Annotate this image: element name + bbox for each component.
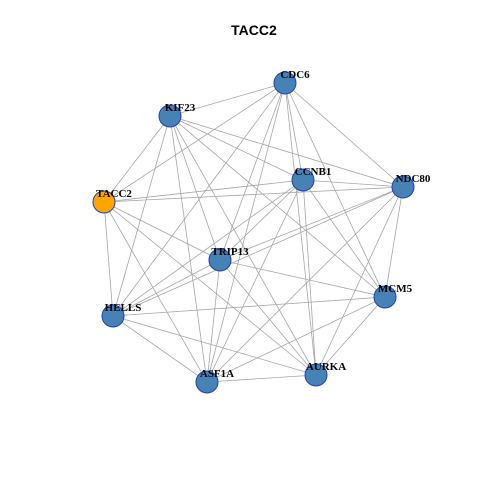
edge-trip13-asf1a — [206, 259, 221, 383]
edge-kif23-aurka — [169, 115, 317, 376]
node-label-trip13: TRIP13 — [211, 246, 249, 258]
edge-hells-asf1a — [112, 315, 208, 383]
edge-ccnb1-hells — [112, 179, 304, 317]
edge-kif23-mcm5 — [169, 115, 386, 298]
edge-trip13-hells — [112, 259, 221, 317]
node-label-aurka: AURKA — [306, 361, 346, 373]
node-tacc2 — [92, 190, 116, 214]
node-ccnb1 — [291, 168, 315, 192]
edge-cdc6-aurka — [284, 82, 317, 376]
edge-aurka-asf1a — [206, 374, 317, 383]
edge-ccnb1-mcm5 — [302, 179, 386, 298]
node-ndc80 — [391, 175, 415, 199]
edge-cdc6-asf1a — [206, 82, 286, 383]
node-kif23 — [158, 104, 182, 128]
edge-cdc6-ccnb1 — [284, 82, 304, 181]
edge-ndc80-tacc2 — [103, 186, 404, 203]
node-label-ccnb1: CCNB1 — [295, 166, 332, 178]
edge-kif23-ndc80 — [169, 115, 404, 188]
edge-ndc80-hells — [112, 186, 404, 317]
node-label-ndc80: NDC80 — [396, 173, 431, 185]
node-layer — [92, 71, 415, 394]
edge-ccnb1-trip13 — [219, 179, 304, 261]
node-label-tacc2: TACC2 — [96, 188, 132, 200]
edge-tacc2-aurka — [103, 201, 317, 376]
edge-ccnb1-tacc2 — [103, 179, 304, 203]
edge-ccnb1-ndc80 — [302, 179, 404, 188]
node-asf1a — [195, 370, 219, 394]
edge-mcm5-asf1a — [206, 296, 386, 383]
edge-kif23-trip13 — [169, 115, 221, 261]
edge-ccnb1-aurka — [302, 179, 317, 376]
node-trip13 — [208, 248, 232, 272]
edge-tacc2-hells — [103, 201, 114, 317]
node-label-mcm5: MCM5 — [378, 283, 413, 295]
edge-ndc80-aurka — [315, 186, 404, 376]
edge-tacc2-trip13 — [103, 201, 221, 261]
edge-cdc6-kif23 — [169, 82, 286, 117]
edge-cdc6-trip13 — [219, 82, 286, 261]
edge-trip13-aurka — [219, 259, 317, 376]
edge-hells-aurka — [112, 315, 317, 376]
edge-kif23-hells — [112, 115, 171, 317]
graph-title: TACC2 — [231, 22, 277, 38]
node-mcm5 — [373, 285, 397, 309]
edge-cdc6-ndc80 — [284, 82, 404, 188]
node-label-hells: HELLS — [105, 302, 142, 314]
edge-kif23-ccnb1 — [169, 115, 304, 181]
edge-cdc6-tacc2 — [103, 82, 286, 203]
node-aurka — [304, 363, 328, 387]
edge-ndc80-asf1a — [206, 186, 404, 383]
edge-kif23-tacc2 — [103, 115, 171, 203]
node-cdc6 — [273, 71, 297, 95]
edge-ccnb1-asf1a — [206, 179, 304, 383]
edge-mcm5-aurka — [315, 296, 386, 376]
edge-ndc80-trip13 — [219, 186, 404, 261]
edge-ndc80-mcm5 — [384, 186, 404, 298]
node-label-kif23: KIF23 — [165, 102, 196, 114]
node-label-asf1a: ASF1A — [200, 368, 234, 380]
edge-mcm5-hells — [112, 296, 386, 317]
edge-layer — [103, 82, 404, 383]
node-hells — [101, 304, 125, 328]
edge-tacc2-asf1a — [103, 201, 208, 383]
edge-trip13-mcm5 — [219, 259, 386, 298]
node-label-cdc6: CDC6 — [280, 69, 310, 81]
edge-kif23-asf1a — [169, 115, 208, 383]
